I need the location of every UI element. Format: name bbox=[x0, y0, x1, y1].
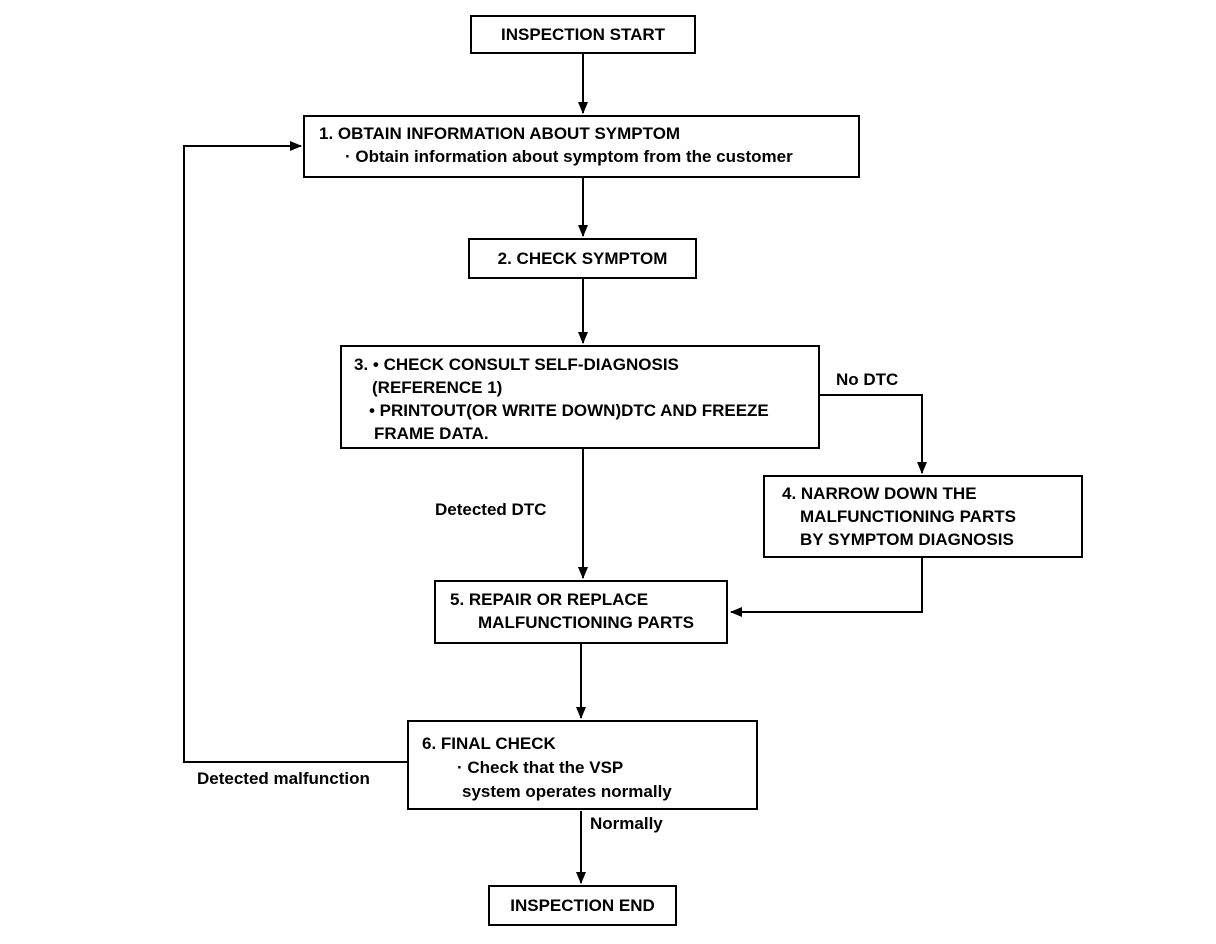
node-step3-line1: 3. • CHECK CONSULT SELF-DIAGNOSIS bbox=[354, 355, 679, 374]
node-step6-title: 6. FINAL CHECK bbox=[422, 734, 556, 753]
edge-label-no-dtc: No DTC bbox=[836, 370, 899, 389]
node-step3-line2: (REFERENCE 1) bbox=[372, 378, 503, 397]
node-step3-line3: • PRINTOUT(OR WRITE DOWN)DTC AND FREEZE bbox=[369, 401, 769, 420]
node-step4-narrow-down-malfunctioning-parts: 4. NARROW DOWN THE MALFUNCTIONING PARTS … bbox=[763, 475, 1083, 558]
node-step6-final-check: 6. FINAL CHECK · Check that the VSP syst… bbox=[407, 720, 758, 810]
connector-step4-to-step5 bbox=[730, 558, 923, 617]
node-step6-detail-line2: system operates normally bbox=[462, 782, 672, 801]
node-step5-line1: 5. REPAIR OR REPLACE bbox=[450, 590, 649, 609]
node-step4-line3: BY SYMPTOM DIAGNOSIS bbox=[800, 530, 1014, 549]
connector-step3-to-step4-no-dtc bbox=[820, 394, 927, 474]
node-inspection-end: INSPECTION END bbox=[488, 885, 677, 926]
node-step5-repair-or-replace: 5. REPAIR OR REPLACE MALFUNCTIONING PART… bbox=[434, 580, 728, 644]
edge-label-detected-dtc: Detected DTC bbox=[435, 500, 547, 519]
connector-step6-loopback-to-step1 bbox=[183, 141, 407, 763]
node-step5-line2: MALFUNCTIONING PARTS bbox=[478, 613, 694, 632]
node-step2-label: 2. CHECK SYMPTOM bbox=[497, 249, 668, 268]
node-step1-title: 1. OBTAIN INFORMATION ABOUT SYMPTOM bbox=[319, 124, 681, 143]
node-step2-check-symptom: 2. CHECK SYMPTOM bbox=[468, 238, 697, 279]
node-step1-detail: · Obtain information about symptom from … bbox=[345, 147, 793, 166]
node-step3-line4: FRAME DATA. bbox=[374, 424, 489, 443]
node-step4-line1: 4. NARROW DOWN THE bbox=[782, 484, 977, 503]
node-inspection-start: INSPECTION START bbox=[470, 15, 696, 54]
node-step1-obtain-information: 1. OBTAIN INFORMATION ABOUT SYMPTOM · Ob… bbox=[303, 115, 860, 178]
node-step4-line2: MALFUNCTIONING PARTS bbox=[800, 507, 1016, 526]
node-inspection-start-label: INSPECTION START bbox=[500, 25, 666, 44]
edge-label-detected-malfunction: Detected malfunction bbox=[197, 769, 370, 788]
node-step3-check-consult-self-diagnosis: 3. • CHECK CONSULT SELF-DIAGNOSIS (REFER… bbox=[340, 345, 820, 449]
node-step6-detail-line1: · Check that the VSP bbox=[457, 758, 624, 777]
edge-label-normally: Normally bbox=[590, 814, 663, 833]
node-inspection-end-label: INSPECTION END bbox=[510, 896, 655, 915]
